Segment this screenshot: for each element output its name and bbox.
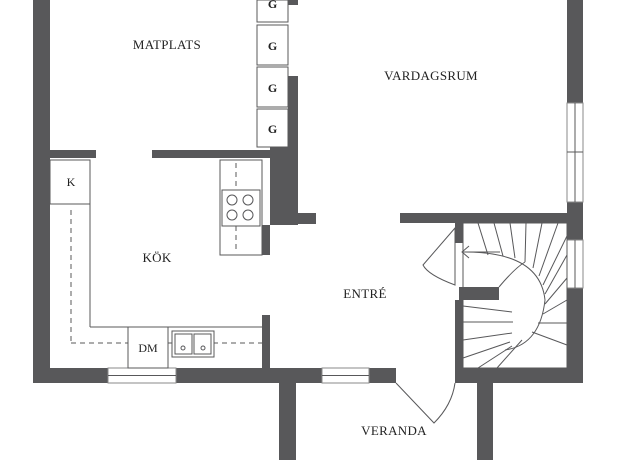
stove <box>219 159 263 256</box>
wardrobe-3 <box>256 66 289 108</box>
room-label-veranda: VERANDA <box>361 423 427 438</box>
wardrobe-2 <box>256 24 289 66</box>
room-labels: MATPLATS VARDAGSRUM KÖK ENTRÉ VERANDA <box>133 37 478 438</box>
room-label-entre: ENTRÉ <box>343 286 386 301</box>
fridge-label: K <box>67 175 76 189</box>
wardrobe-4 <box>256 108 289 148</box>
wardrobe-1 <box>256 0 289 23</box>
dishwasher <box>127 326 169 369</box>
kitchen-fixtures: K DM <box>49 159 263 369</box>
staircase <box>459 222 568 369</box>
room-label-kok: KÖK <box>142 250 171 265</box>
fridge <box>49 159 91 205</box>
wardrobe-label: G <box>268 39 277 53</box>
wardrobe-label: G <box>268 81 277 95</box>
door-swing-stair <box>422 226 456 286</box>
doors <box>395 226 456 424</box>
wardrobe-stack: G G G G <box>256 0 289 148</box>
door-swing-entrance <box>395 382 456 424</box>
room-label-vardagsrum: VARDAGSRUM <box>384 68 478 83</box>
sink <box>171 330 215 358</box>
walls <box>33 0 583 460</box>
room-label-matplats: MATPLATS <box>133 37 201 52</box>
wardrobe-label: G <box>268 122 277 136</box>
wardrobe-label: G <box>268 0 277 11</box>
windows <box>107 102 584 384</box>
dishwasher-label: DM <box>138 341 158 355</box>
